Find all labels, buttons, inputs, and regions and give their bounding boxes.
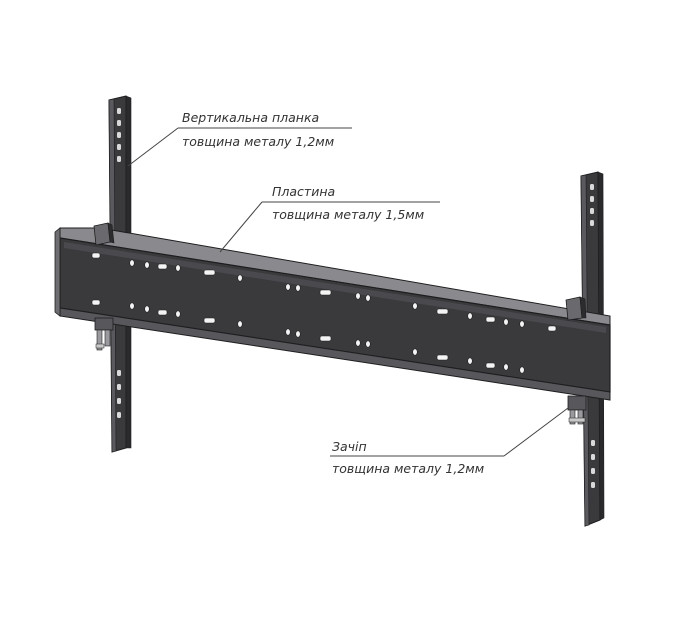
right-top-hook [565, 296, 587, 321]
callout-vertical-bar-spec: товщина металу 1,2мм [182, 134, 334, 149]
callout-latch-spec: товщина металу 1,2мм [332, 461, 484, 476]
left-top-hook [93, 222, 115, 246]
callout-latch-title: Зачіп [332, 439, 367, 454]
callout-latch: Зачіп товщина металу 1,2мм [330, 407, 569, 476]
callout-vertical-bar-title: Вертикальна планка [182, 110, 319, 125]
callout-plate: Пластина товщина металу 1,5мм [219, 184, 440, 253]
mounting-plate [54, 227, 611, 401]
left-latch [94, 317, 114, 351]
plate-holes-lower [91, 299, 525, 374]
callout-vertical-bar: Вертикальна планка товщина металу 1,2мм [127, 110, 352, 167]
callout-plate-title: Пластина [272, 184, 335, 199]
callout-latch-leader [503, 407, 569, 457]
callout-plate-spec: товщина металу 1,5мм [272, 207, 424, 222]
plate-holes [91, 252, 557, 332]
callout-vertical-bar-leader [127, 127, 179, 167]
right-latch [567, 395, 587, 425]
callout-plate-leader [219, 201, 263, 253]
